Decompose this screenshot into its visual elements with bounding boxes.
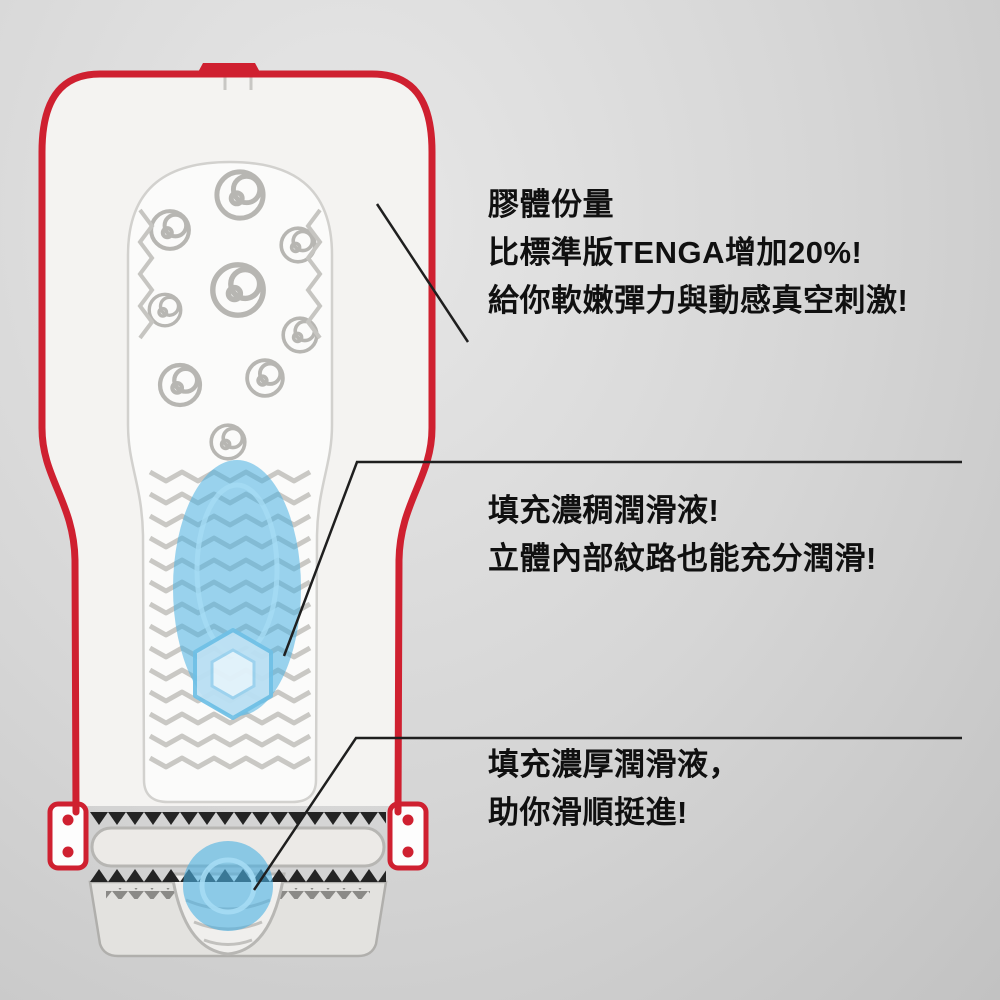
lube-ball-highlight	[199, 857, 257, 915]
flange-teeth-top	[90, 812, 386, 826]
callout-entry-lube: 填充濃厚潤滑液， 助你滑順挺進!	[488, 741, 740, 837]
gel-swirl-texture	[137, 172, 323, 461]
callout-thick-lube-line-2: 立體內部紋路也能充分潤滑!	[488, 541, 877, 576]
callout-gel-amount-line-1: 膠體份量	[488, 187, 614, 222]
callout-line-entry-lube	[252, 736, 962, 891]
callout-gel-amount-line-2: 比標準版TENGA增加20%!	[488, 235, 863, 270]
callout-entry-lube-line-1: 填充濃厚潤滑液，	[488, 747, 740, 782]
flange-cap-left	[47, 801, 89, 871]
flange-cap-right	[387, 801, 429, 871]
cup-outline	[38, 70, 436, 816]
lube-ball-bottom	[183, 841, 273, 931]
callout-gel-amount-line-3: 給你軟嫩彈力與動感真空刺激!	[488, 283, 909, 318]
cup-top-notch	[223, 76, 253, 90]
callout-line-thick-lube	[282, 460, 962, 657]
callout-gel-amount: 膠體份量 比標準版TENGA增加20%! 給你軟嫩彈力與動感真空刺激!	[488, 181, 908, 325]
callout-line-gel-amount	[375, 203, 470, 343]
callout-thick-lube: 填充濃稠潤滑液! 立體內部紋路也能充分潤滑!	[488, 487, 877, 583]
callout-thick-lube-line-1: 填充濃稠潤滑液!	[488, 493, 720, 528]
callout-entry-lube-line-2: 助你滑順挺進!	[488, 795, 688, 830]
hexagon-nub	[193, 628, 273, 720]
